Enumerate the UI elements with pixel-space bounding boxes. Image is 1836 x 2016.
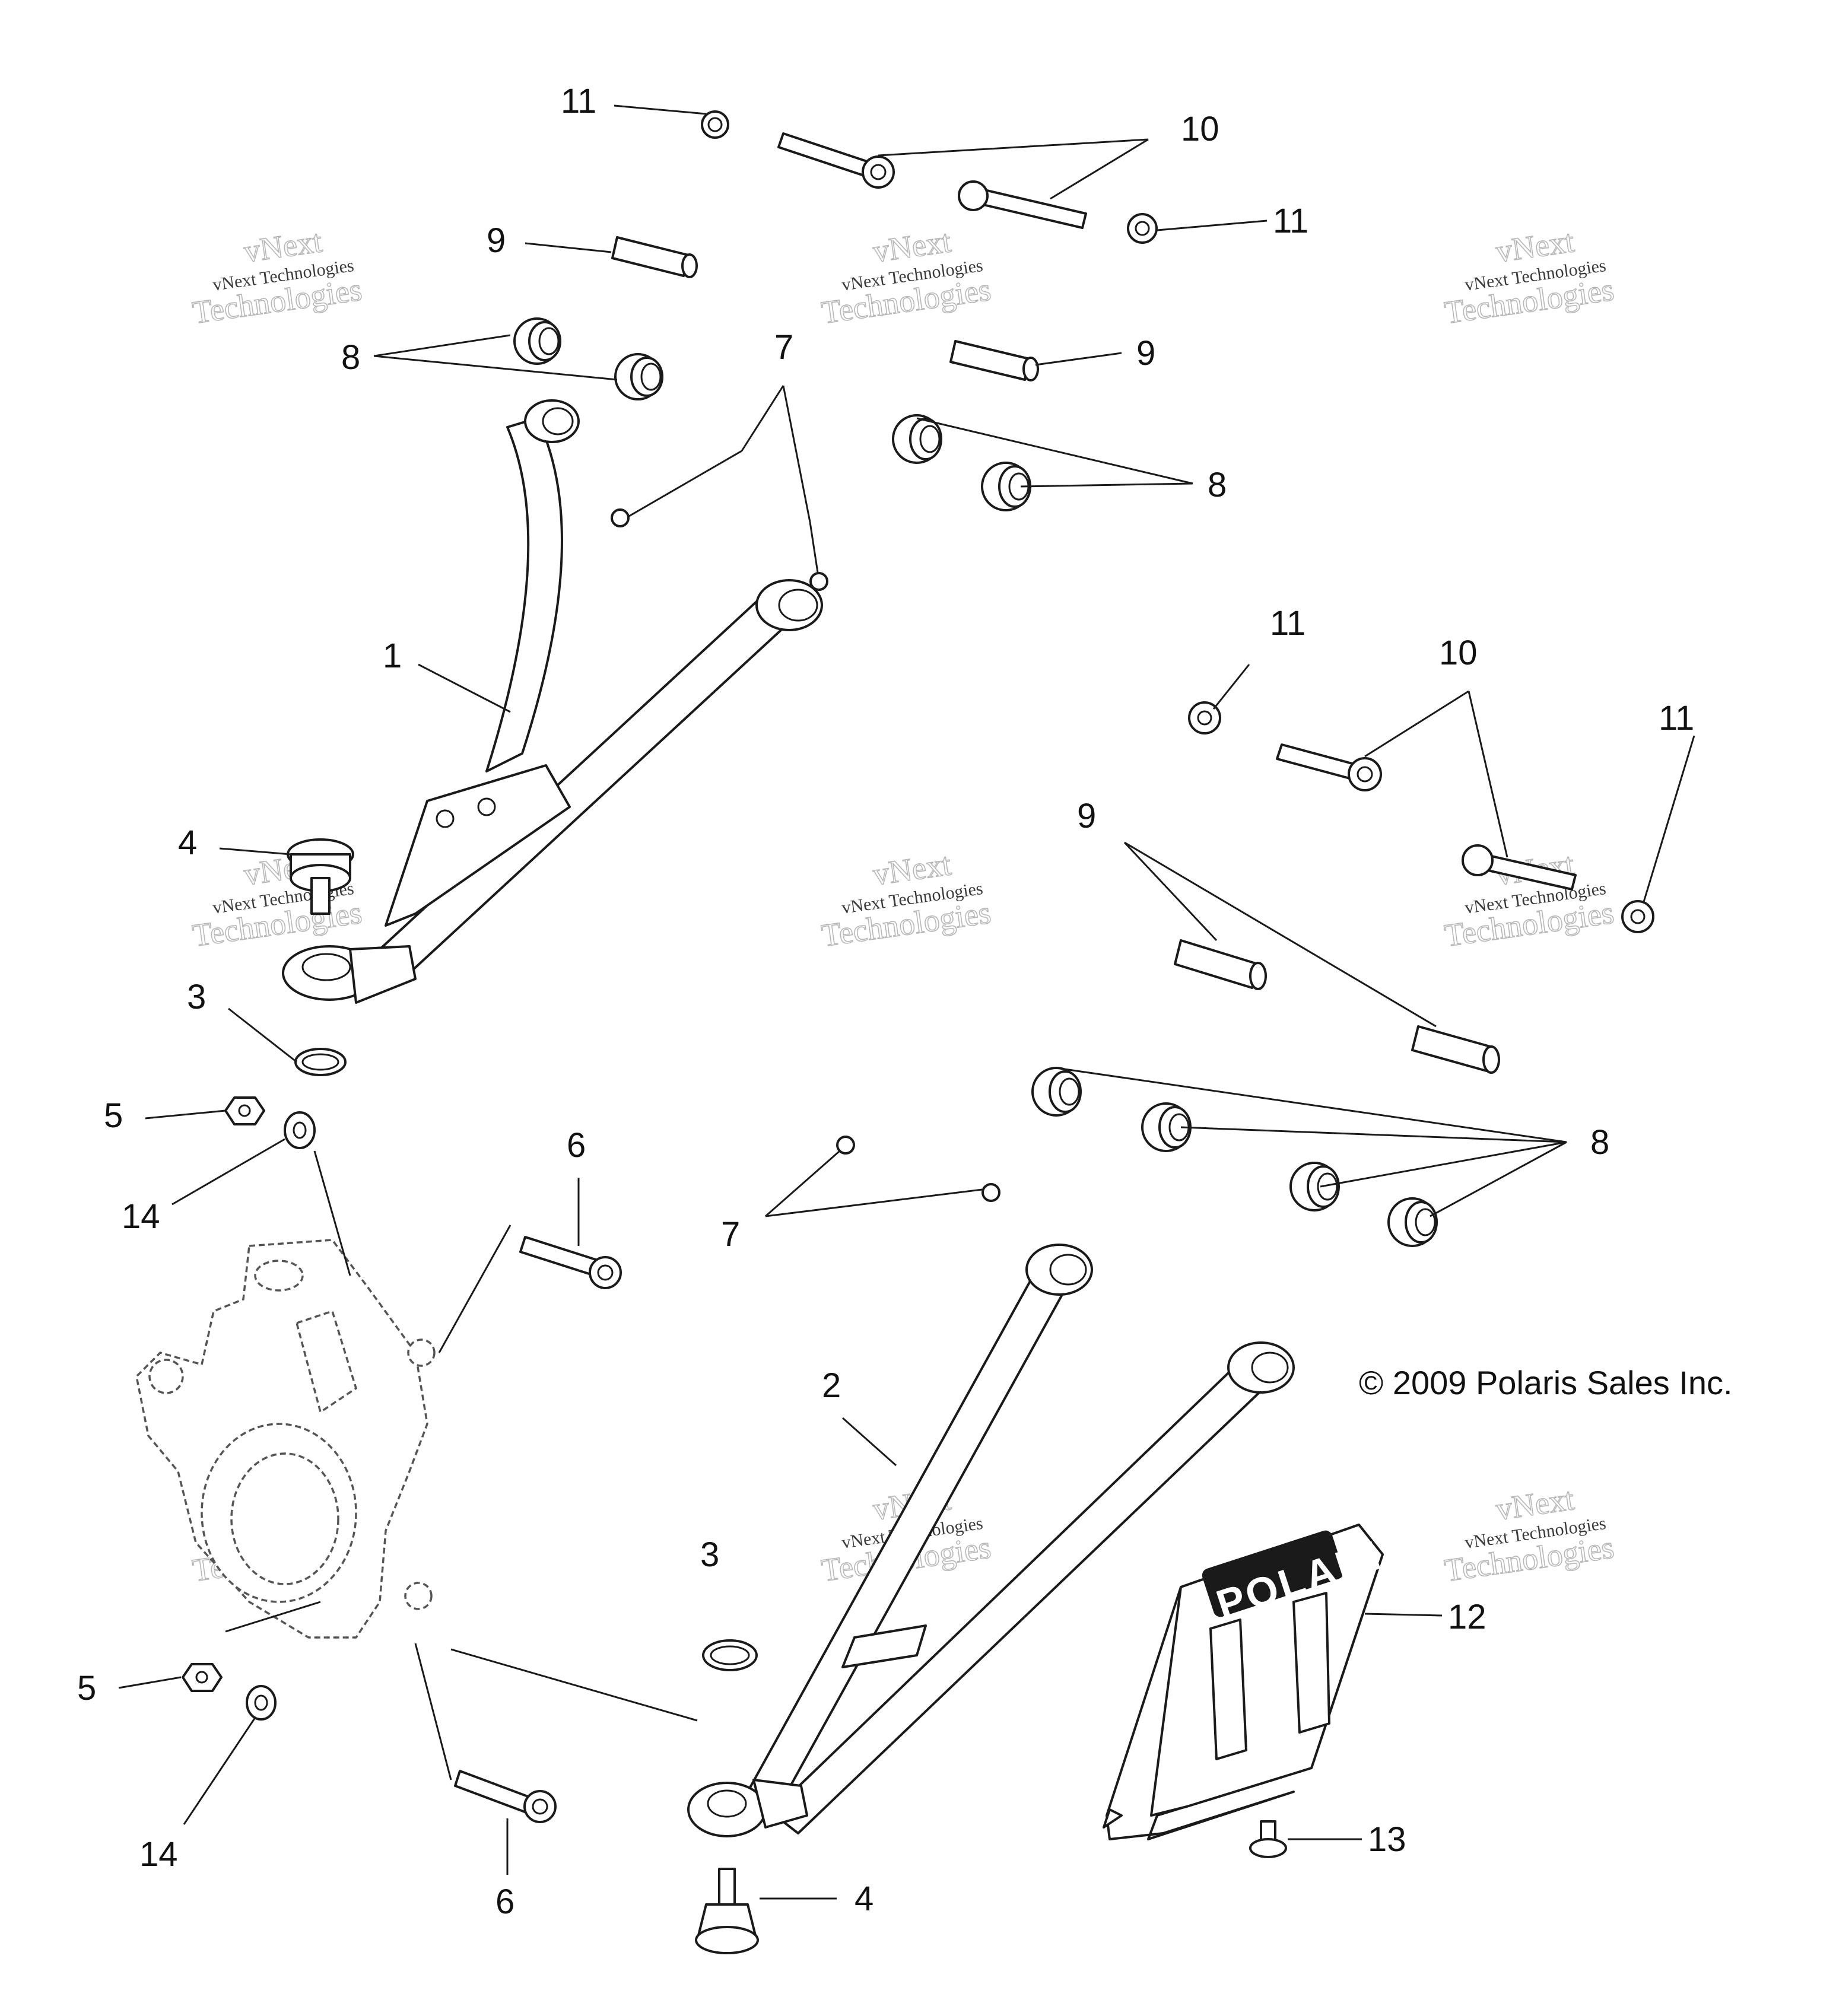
- watermark: vNext vNext Technologies Technologies: [1442, 222, 1616, 330]
- callout-10: 10: [1439, 634, 1478, 672]
- bolt-10-mid-a: [1276, 743, 1382, 791]
- watermark: vNext vNext Technologies Technologies: [819, 845, 993, 953]
- nut-11-mid-left: [1188, 701, 1221, 734]
- callout-labels: 11 10 11 9 8 7 9 8 1 11 10 11 4 9 3 5 8 …: [77, 82, 1733, 1921]
- upper-a-arm-1: [282, 399, 823, 1004]
- bolt-10-mid-b: [1462, 844, 1577, 891]
- grease-fitting-7-c: [836, 1136, 855, 1155]
- leader-lines: [118, 104, 1695, 1900]
- callout-3: 3: [700, 1535, 719, 1574]
- callout-5: 5: [77, 1669, 96, 1707]
- nut-11-top-right: [1127, 213, 1158, 244]
- callout-9: 9: [1136, 334, 1155, 373]
- bushing-8-g: [1289, 1162, 1340, 1211]
- sleeve-9-mid-b: [1411, 1025, 1500, 1074]
- skid-plate-12: POLARIS: [1103, 1522, 1416, 1840]
- callout-11: 11: [1273, 202, 1308, 240]
- callout-1: 1: [383, 637, 402, 675]
- callout-8: 8: [1590, 1123, 1609, 1162]
- snap-ring-3-lower: [702, 1639, 758, 1671]
- washer-14-lower: [246, 1685, 277, 1721]
- bolt-6-upper: [519, 1236, 622, 1289]
- sleeve-9-top-right: [949, 340, 1039, 381]
- callout-6: 6: [567, 1126, 586, 1165]
- grease-fitting-7-d: [981, 1183, 1000, 1202]
- bolt-13: [1249, 1820, 1287, 1858]
- callout-14: 14: [122, 1197, 160, 1236]
- lower-a-arm-2: [687, 1244, 1295, 1837]
- callout-6: 6: [495, 1883, 514, 1921]
- ball-joint-4-upper: [287, 838, 354, 915]
- callout-11: 11: [561, 82, 596, 120]
- callout-5: 5: [104, 1096, 123, 1135]
- callout-2: 2: [822, 1366, 841, 1405]
- bushing-8-a: [513, 317, 561, 365]
- watermark: vNext vNext Technologies Technologies: [819, 222, 993, 330]
- bolt-6-lower: [454, 1770, 557, 1823]
- callout-9: 9: [1077, 797, 1096, 835]
- watermark: vNext vNext Technologies Technologies: [190, 222, 364, 330]
- callout-8: 8: [1208, 466, 1227, 504]
- grease-fitting-7-a: [611, 508, 630, 527]
- bushing-8-e: [1031, 1067, 1082, 1117]
- grease-fitting-7-b: [809, 572, 828, 591]
- copyright-notice: © 2009 Polaris Sales Inc.: [1359, 1364, 1733, 1401]
- sleeve-9-top-left: [611, 236, 698, 278]
- callout-12: 12: [1448, 1598, 1486, 1636]
- callout-3: 3: [187, 978, 206, 1016]
- callout-4: 4: [178, 823, 197, 862]
- upper-hardware-top: [513, 110, 1158, 591]
- callout-4: 4: [855, 1880, 873, 1918]
- callout-11: 11: [1270, 604, 1305, 643]
- snap-ring-3-upper: [294, 1048, 347, 1076]
- bushing-8-c: [892, 414, 942, 464]
- callout-7: 7: [721, 1215, 740, 1254]
- callout-11: 11: [1659, 699, 1694, 737]
- callout-13: 13: [1368, 1820, 1406, 1859]
- washer-14-upper: [284, 1111, 316, 1149]
- bolt-10-top-b: [958, 180, 1087, 229]
- nut-11-mid-right: [1621, 900, 1654, 933]
- callout-8: 8: [341, 338, 360, 377]
- callout-9: 9: [487, 221, 506, 260]
- bolt-10-top-a: [777, 132, 895, 189]
- bushing-8-b: [614, 353, 663, 400]
- nut-5-lower: [182, 1663, 223, 1692]
- upper-hardware-right: [836, 701, 1654, 1247]
- callout-10: 10: [1181, 110, 1219, 148]
- ball-joint-4-lower: [695, 1868, 759, 1954]
- callout-14: 14: [139, 1835, 178, 1874]
- steering-knuckle: [135, 1239, 436, 1639]
- nut-5-upper: [224, 1096, 265, 1125]
- watermark: vNext vNext Technologies Technologies: [1442, 1480, 1616, 1588]
- sleeve-9-mid-a: [1174, 939, 1267, 990]
- callout-7: 7: [774, 328, 793, 367]
- nut-11-top-left: [701, 110, 729, 139]
- bushing-8-h: [1387, 1197, 1438, 1247]
